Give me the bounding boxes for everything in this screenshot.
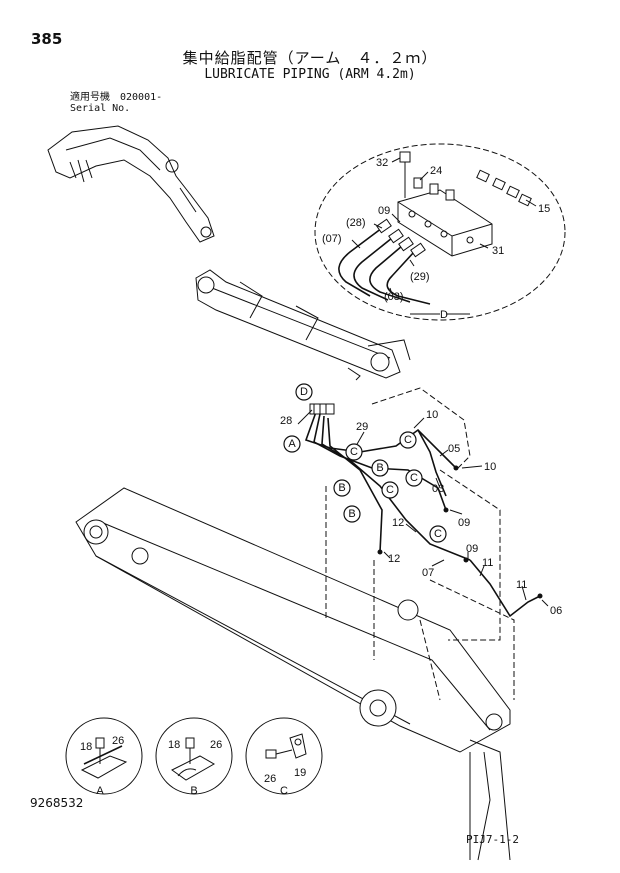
detail-d-part-15: 15 bbox=[538, 203, 550, 215]
callout-b3: B bbox=[343, 505, 361, 523]
clamp-b-label: B bbox=[190, 785, 197, 797]
detail-d-part-03: (03) bbox=[384, 291, 404, 303]
svg-text:D: D bbox=[300, 386, 308, 398]
callout-b2: B bbox=[333, 479, 351, 497]
arm-overview-thumbnail bbox=[47, 125, 215, 243]
part-label-11b: 11 bbox=[516, 579, 527, 591]
part-label-28: 28 bbox=[280, 415, 292, 427]
clamp-detail-c: 26 19 C bbox=[245, 717, 323, 797]
clamp-c-part-26: 26 bbox=[264, 773, 276, 785]
svg-text:B: B bbox=[376, 462, 383, 474]
serial-label-jp: 適用号機 020001- bbox=[70, 92, 163, 103]
page-title-en: LUBRICATE PIPING (ARM 4.2m) bbox=[204, 67, 416, 82]
detail-d-part-32: 32 bbox=[376, 157, 388, 169]
callout-d: D bbox=[295, 383, 313, 401]
detail-d-part-28: (28) bbox=[346, 217, 366, 229]
part-label-29: 29 bbox=[356, 421, 368, 433]
part-label-10a: 10 bbox=[426, 409, 438, 421]
document-number: 9268532 bbox=[30, 796, 84, 810]
clamp-a-part-18: 18 bbox=[80, 741, 92, 753]
clamp-detail-b: 18 26 B bbox=[155, 717, 233, 797]
part-label-09b: 09 bbox=[466, 543, 478, 555]
page-number: 385 bbox=[31, 30, 63, 48]
svg-text:C: C bbox=[434, 528, 442, 540]
page-title-jp: 集中給脂配管（アーム ４．２ｍ） bbox=[182, 49, 438, 67]
callout-c4: C bbox=[381, 481, 399, 499]
detail-d-view: 32 24 15 09 (28) (07) 31 (29) (03) D bbox=[314, 143, 566, 321]
clamp-a-part-26: 26 bbox=[112, 735, 124, 747]
clamp-b-part-18: 18 bbox=[168, 739, 180, 751]
part-label-09a: 09 bbox=[458, 517, 470, 529]
piping-network: 28 29 10 05 10 03 09 12 12 09 07 11 11 0… bbox=[280, 403, 562, 618]
clamp-c-label: C bbox=[280, 785, 288, 797]
callout-c3: C bbox=[405, 469, 423, 487]
callout-c1: C bbox=[345, 443, 363, 461]
callout-b1: B bbox=[371, 459, 389, 477]
detail-d-part-29: (29) bbox=[410, 271, 430, 283]
arm-cylinder bbox=[195, 269, 411, 381]
part-label-12b: 12 bbox=[388, 553, 400, 565]
clamp-c-part-19: 19 bbox=[294, 767, 306, 779]
detail-d-part-31: 31 bbox=[492, 245, 504, 257]
clamp-b-part-26: 26 bbox=[210, 739, 222, 751]
detail-d-part-09: 09 bbox=[378, 205, 390, 217]
page-code: PIJ7-1-2 bbox=[466, 833, 519, 846]
svg-text:C: C bbox=[410, 472, 418, 484]
callout-c2: C bbox=[399, 431, 417, 449]
detail-d-part-07: (07) bbox=[322, 233, 342, 245]
clamp-a-label: A bbox=[96, 785, 104, 797]
arm-body bbox=[75, 487, 511, 861]
part-label-11a: 11 bbox=[482, 557, 493, 569]
detail-d-label: D bbox=[440, 309, 448, 321]
part-label-05: 05 bbox=[448, 443, 460, 455]
detail-d-part-24: 24 bbox=[430, 165, 442, 177]
callout-c5: C bbox=[429, 525, 447, 543]
svg-text:A: A bbox=[288, 438, 296, 450]
part-label-12a: 12 bbox=[392, 517, 404, 529]
svg-text:C: C bbox=[404, 434, 412, 446]
serial-label-en: Serial No. bbox=[70, 103, 131, 114]
part-label-06: 06 bbox=[550, 605, 562, 617]
svg-text:C: C bbox=[350, 446, 358, 458]
callout-a: A bbox=[283, 435, 301, 453]
svg-text:C: C bbox=[386, 484, 394, 496]
routing-guides bbox=[325, 387, 515, 701]
svg-text:B: B bbox=[348, 508, 355, 520]
clamp-detail-a: 18 26 A bbox=[65, 717, 143, 797]
part-label-03: 03 bbox=[432, 483, 444, 495]
svg-text:B: B bbox=[338, 482, 345, 494]
part-label-07: 07 bbox=[422, 567, 434, 579]
part-label-10b: 10 bbox=[484, 461, 496, 473]
serial-number-label: 適用号機 020001- Serial No. bbox=[70, 92, 162, 114]
